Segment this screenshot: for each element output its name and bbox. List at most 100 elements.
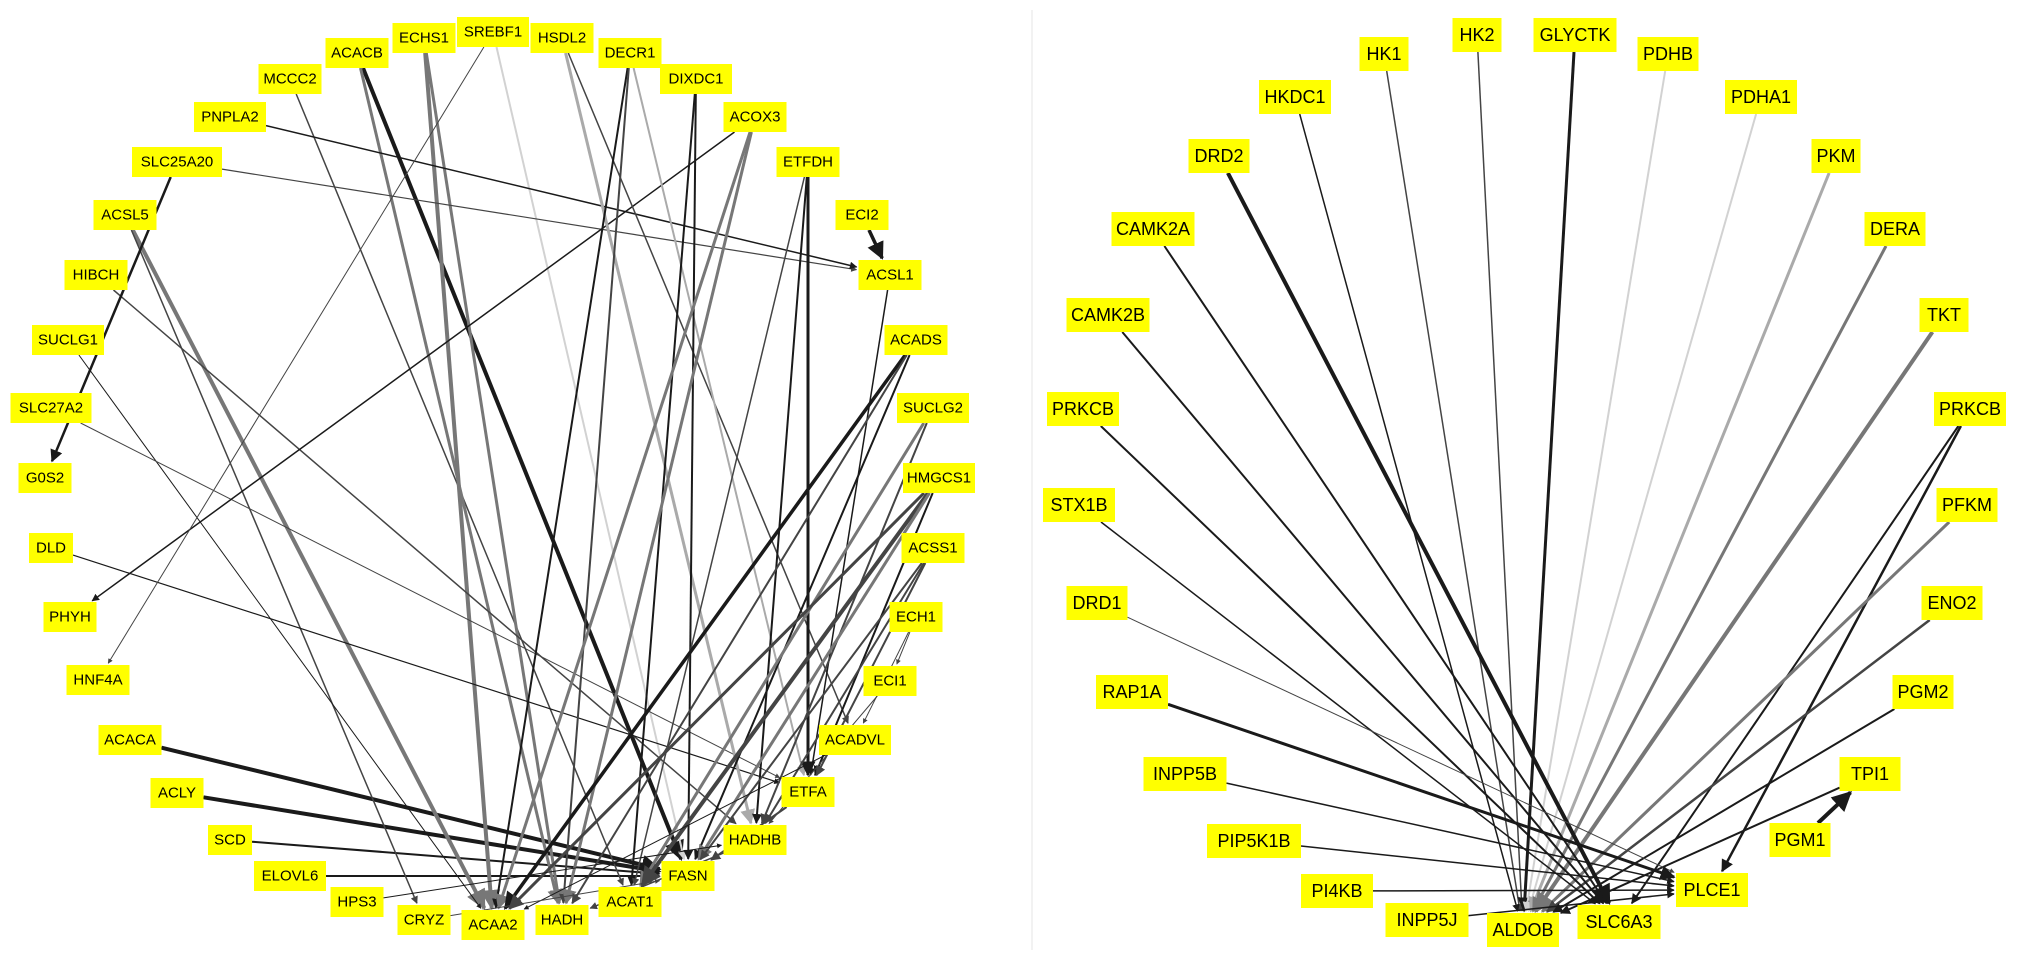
node-acsl5[interactable]: ACSL5 — [93, 200, 157, 230]
edge-echs1-to-hadh — [424, 52, 565, 905]
node-label: ACSS1 — [908, 540, 957, 557]
node-acly[interactable]: ACLY — [150, 778, 204, 808]
node-plce1[interactable]: PLCE1 — [1676, 873, 1748, 907]
node-acaca[interactable]: ACACA — [98, 725, 162, 755]
edge-pdha1-to-aldob — [1526, 113, 1758, 913]
node-decr1[interactable]: DECR1 — [598, 38, 662, 68]
node-box — [150, 778, 204, 808]
node-acads[interactable]: ACADS — [884, 325, 948, 355]
node-pgm1[interactable]: PGM1 — [1769, 823, 1831, 857]
node-camk2a[interactable]: CAMK2A — [1111, 212, 1195, 246]
node-acat1[interactable]: ACAT1 — [598, 887, 662, 917]
edge-camk2b-to-slc6a3 — [1121, 331, 1605, 905]
node-stx1b[interactable]: STX1B — [1043, 488, 1115, 522]
node-label: ACACB — [331, 45, 383, 62]
node-box — [901, 533, 965, 563]
node-aldob[interactable]: ALDOB — [1487, 913, 1559, 947]
node-rap1a[interactable]: RAP1A — [1096, 675, 1168, 709]
node-hk1[interactable]: HK1 — [1359, 37, 1409, 71]
node-tkt[interactable]: TKT — [1919, 298, 1969, 332]
node-acadvl[interactable]: ACADVL — [819, 725, 891, 755]
node-hsdl2[interactable]: HSDL2 — [530, 23, 594, 53]
edge-stx1b-to-slc6a3 — [1100, 521, 1596, 905]
node-hadhb[interactable]: HADHB — [723, 825, 787, 855]
node-fasn[interactable]: FASN — [661, 861, 715, 891]
node-box — [1936, 488, 1998, 522]
node-g0s2[interactable]: G0S2 — [18, 463, 72, 493]
edge-acly-to-fasn — [203, 795, 662, 879]
node-suclg1[interactable]: SUCLG1 — [32, 325, 104, 355]
node-drd1[interactable]: DRD1 — [1066, 586, 1128, 620]
node-acaa2[interactable]: ACAA2 — [461, 910, 525, 940]
node-camk2b[interactable]: CAMK2B — [1066, 298, 1150, 332]
node-dixdc1[interactable]: DIXDC1 — [660, 64, 732, 94]
edge-acads-to-fasn — [694, 354, 911, 861]
node-box — [1839, 757, 1901, 791]
node-hadh[interactable]: HADH — [535, 905, 589, 935]
node-pgm2[interactable]: PGM2 — [1892, 675, 1954, 709]
node-label: HSDL2 — [538, 30, 586, 47]
node-box — [1207, 824, 1301, 858]
node-mccc2[interactable]: MCCC2 — [258, 64, 322, 94]
node-glyctk[interactable]: GLYCTK — [1533, 18, 1617, 52]
node-acox3[interactable]: ACOX3 — [723, 102, 787, 132]
node-dera[interactable]: DERA — [1864, 212, 1926, 246]
node-suclg2[interactable]: SUCLG2 — [897, 393, 969, 423]
node-hibch[interactable]: HIBCH — [64, 260, 128, 290]
edge-hmgcs1-to-fasn — [697, 492, 931, 861]
node-label: SLC27A2 — [19, 400, 83, 417]
node-dld[interactable]: DLD — [29, 533, 73, 563]
node-pi4kb[interactable]: PI4KB — [1301, 874, 1373, 908]
node-pkm[interactable]: PKM — [1811, 139, 1861, 173]
edge-acox3-to-phyh — [91, 131, 735, 602]
node-prkcb[interactable]: PRKCB — [1047, 392, 1119, 426]
node-pdhb[interactable]: PDHB — [1637, 37, 1699, 71]
node-pnpla2[interactable]: PNPLA2 — [194, 102, 266, 132]
node-slc25a20[interactable]: SLC25A20 — [132, 147, 222, 177]
node-box — [835, 200, 889, 230]
node-slc27a2[interactable]: SLC27A2 — [10, 393, 92, 423]
node-hk2[interactable]: HK2 — [1452, 18, 1502, 52]
node-box — [254, 861, 326, 891]
edge-pdhb-to-aldob — [1522, 70, 1667, 912]
edge-etfdh-to-acat1 — [632, 176, 806, 886]
node-pip5k1b[interactable]: PIP5K1B — [1207, 824, 1301, 858]
node-acsl1[interactable]: ACSL1 — [858, 260, 922, 290]
node-tpi1[interactable]: TPI1 — [1839, 757, 1901, 791]
node-label: ACADS — [890, 332, 942, 349]
node-elovl6[interactable]: ELOVL6 — [254, 861, 326, 891]
node-box — [1892, 675, 1954, 709]
node-srebf1[interactable]: SREBF1 — [457, 17, 529, 47]
edge-slc25a20-to-acsl1 — [221, 168, 858, 272]
node-pdha1[interactable]: PDHA1 — [1725, 80, 1797, 114]
node-label: HPS3 — [337, 894, 376, 911]
node-eci2[interactable]: ECI2 — [835, 200, 889, 230]
node-acss1[interactable]: ACSS1 — [901, 533, 965, 563]
node-hnf4a[interactable]: HNF4A — [66, 665, 130, 695]
node-slc6a3[interactable]: SLC6A3 — [1577, 905, 1661, 939]
node-hkdc1[interactable]: HKDC1 — [1259, 80, 1331, 114]
node-label: PLCE1 — [1683, 880, 1740, 900]
node-box — [660, 64, 732, 94]
node-eci1[interactable]: ECI1 — [863, 666, 917, 696]
node-phyh[interactable]: PHYH — [43, 602, 97, 632]
node-etfa[interactable]: ETFA — [781, 777, 835, 807]
node-hmgcs1[interactable]: HMGCS1 — [903, 463, 975, 493]
node-etfdh[interactable]: ETFDH — [776, 147, 840, 177]
node-inpp5b[interactable]: INPP5B — [1143, 757, 1227, 791]
node-eno2[interactable]: ENO2 — [1921, 586, 1983, 620]
node-scd[interactable]: SCD — [208, 825, 252, 855]
edge-pip5k1b-to-plce1 — [1300, 845, 1675, 889]
node-pfkm[interactable]: PFKM — [1936, 488, 1998, 522]
node-ech1[interactable]: ECH1 — [889, 602, 943, 632]
node-echs1[interactable]: ECHS1 — [392, 23, 456, 53]
node-drd2[interactable]: DRD2 — [1188, 139, 1250, 173]
node-box — [1676, 873, 1748, 907]
node-inpp5j[interactable]: INPP5J — [1385, 903, 1469, 937]
node-acacb[interactable]: ACACB — [325, 38, 389, 68]
node-prkcb[interactable]: PRKCB — [1934, 392, 2006, 426]
node-cryz[interactable]: CRYZ — [397, 905, 451, 935]
node-hps3[interactable]: HPS3 — [330, 887, 384, 917]
